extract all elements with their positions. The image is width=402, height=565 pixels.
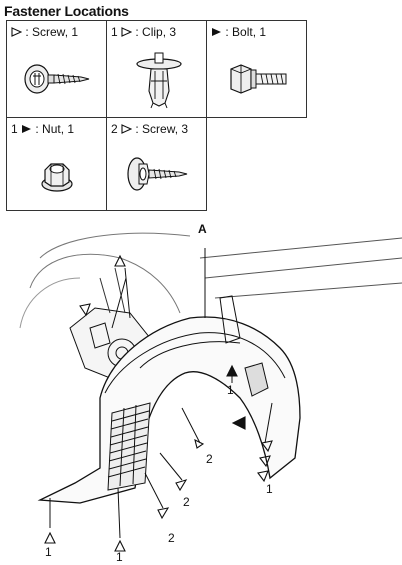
fastener-label: 2 : Screw, 3: [111, 121, 188, 136]
page-title: Fastener Locations: [4, 3, 129, 19]
fastener-text: : Nut, 1: [35, 121, 75, 136]
open-triangle-icon: [121, 123, 133, 134]
callout-label: 2: [206, 452, 213, 466]
nut-icon: [41, 163, 73, 192]
fastener-cell-nut: 1 : Nut, 1: [6, 117, 107, 211]
fastener-text: : Screw, 3: [135, 121, 189, 136]
callout-label: 2: [183, 495, 190, 509]
callout-label: 1: [116, 550, 123, 564]
fastener-prefix: 1: [111, 24, 118, 39]
fastener-cell-clip: 1 : Clip, 3: [106, 20, 207, 118]
callout-label: 1: [227, 383, 234, 397]
view-label-A: A: [198, 222, 207, 236]
fastener-prefix: 1: [11, 121, 18, 136]
screw-icon: [24, 64, 90, 94]
fastener-label: 1 : Clip, 3: [111, 24, 176, 39]
callout-label: 1: [266, 482, 273, 496]
bolt-icon: [230, 64, 287, 94]
fender-liner-diagram: [19, 232, 402, 552]
fastener-text: : Bolt, 1: [225, 24, 267, 39]
clip-icon: [136, 52, 182, 109]
open-triangle-icon: [121, 26, 133, 37]
fastener-cell-flange-screw: 2 : Screw, 3: [106, 117, 207, 211]
fastener-text: : Screw, 1: [25, 24, 79, 39]
fastener-text: : Clip, 3: [135, 24, 177, 39]
fastener-cell-screw: : Screw, 1: [6, 20, 107, 118]
flange-screw-icon: [127, 157, 188, 191]
filled-triangle-icon: [21, 124, 32, 134]
fastener-prefix: 2: [111, 121, 118, 136]
filled-triangle-icon: [211, 27, 222, 37]
open-triangle-icon: [11, 26, 22, 37]
fastener-label: 1 : Nut, 1: [11, 121, 74, 136]
fastener-cell-bolt: : Bolt, 1: [206, 20, 307, 118]
fastener-label: : Bolt, 1: [211, 24, 266, 39]
fender-liner: [37, 295, 301, 504]
callout-label: 2: [168, 531, 175, 545]
body-outline: [39, 232, 191, 259]
fastener-label: : Screw, 1: [11, 24, 78, 39]
callout-label: 1: [45, 545, 52, 559]
